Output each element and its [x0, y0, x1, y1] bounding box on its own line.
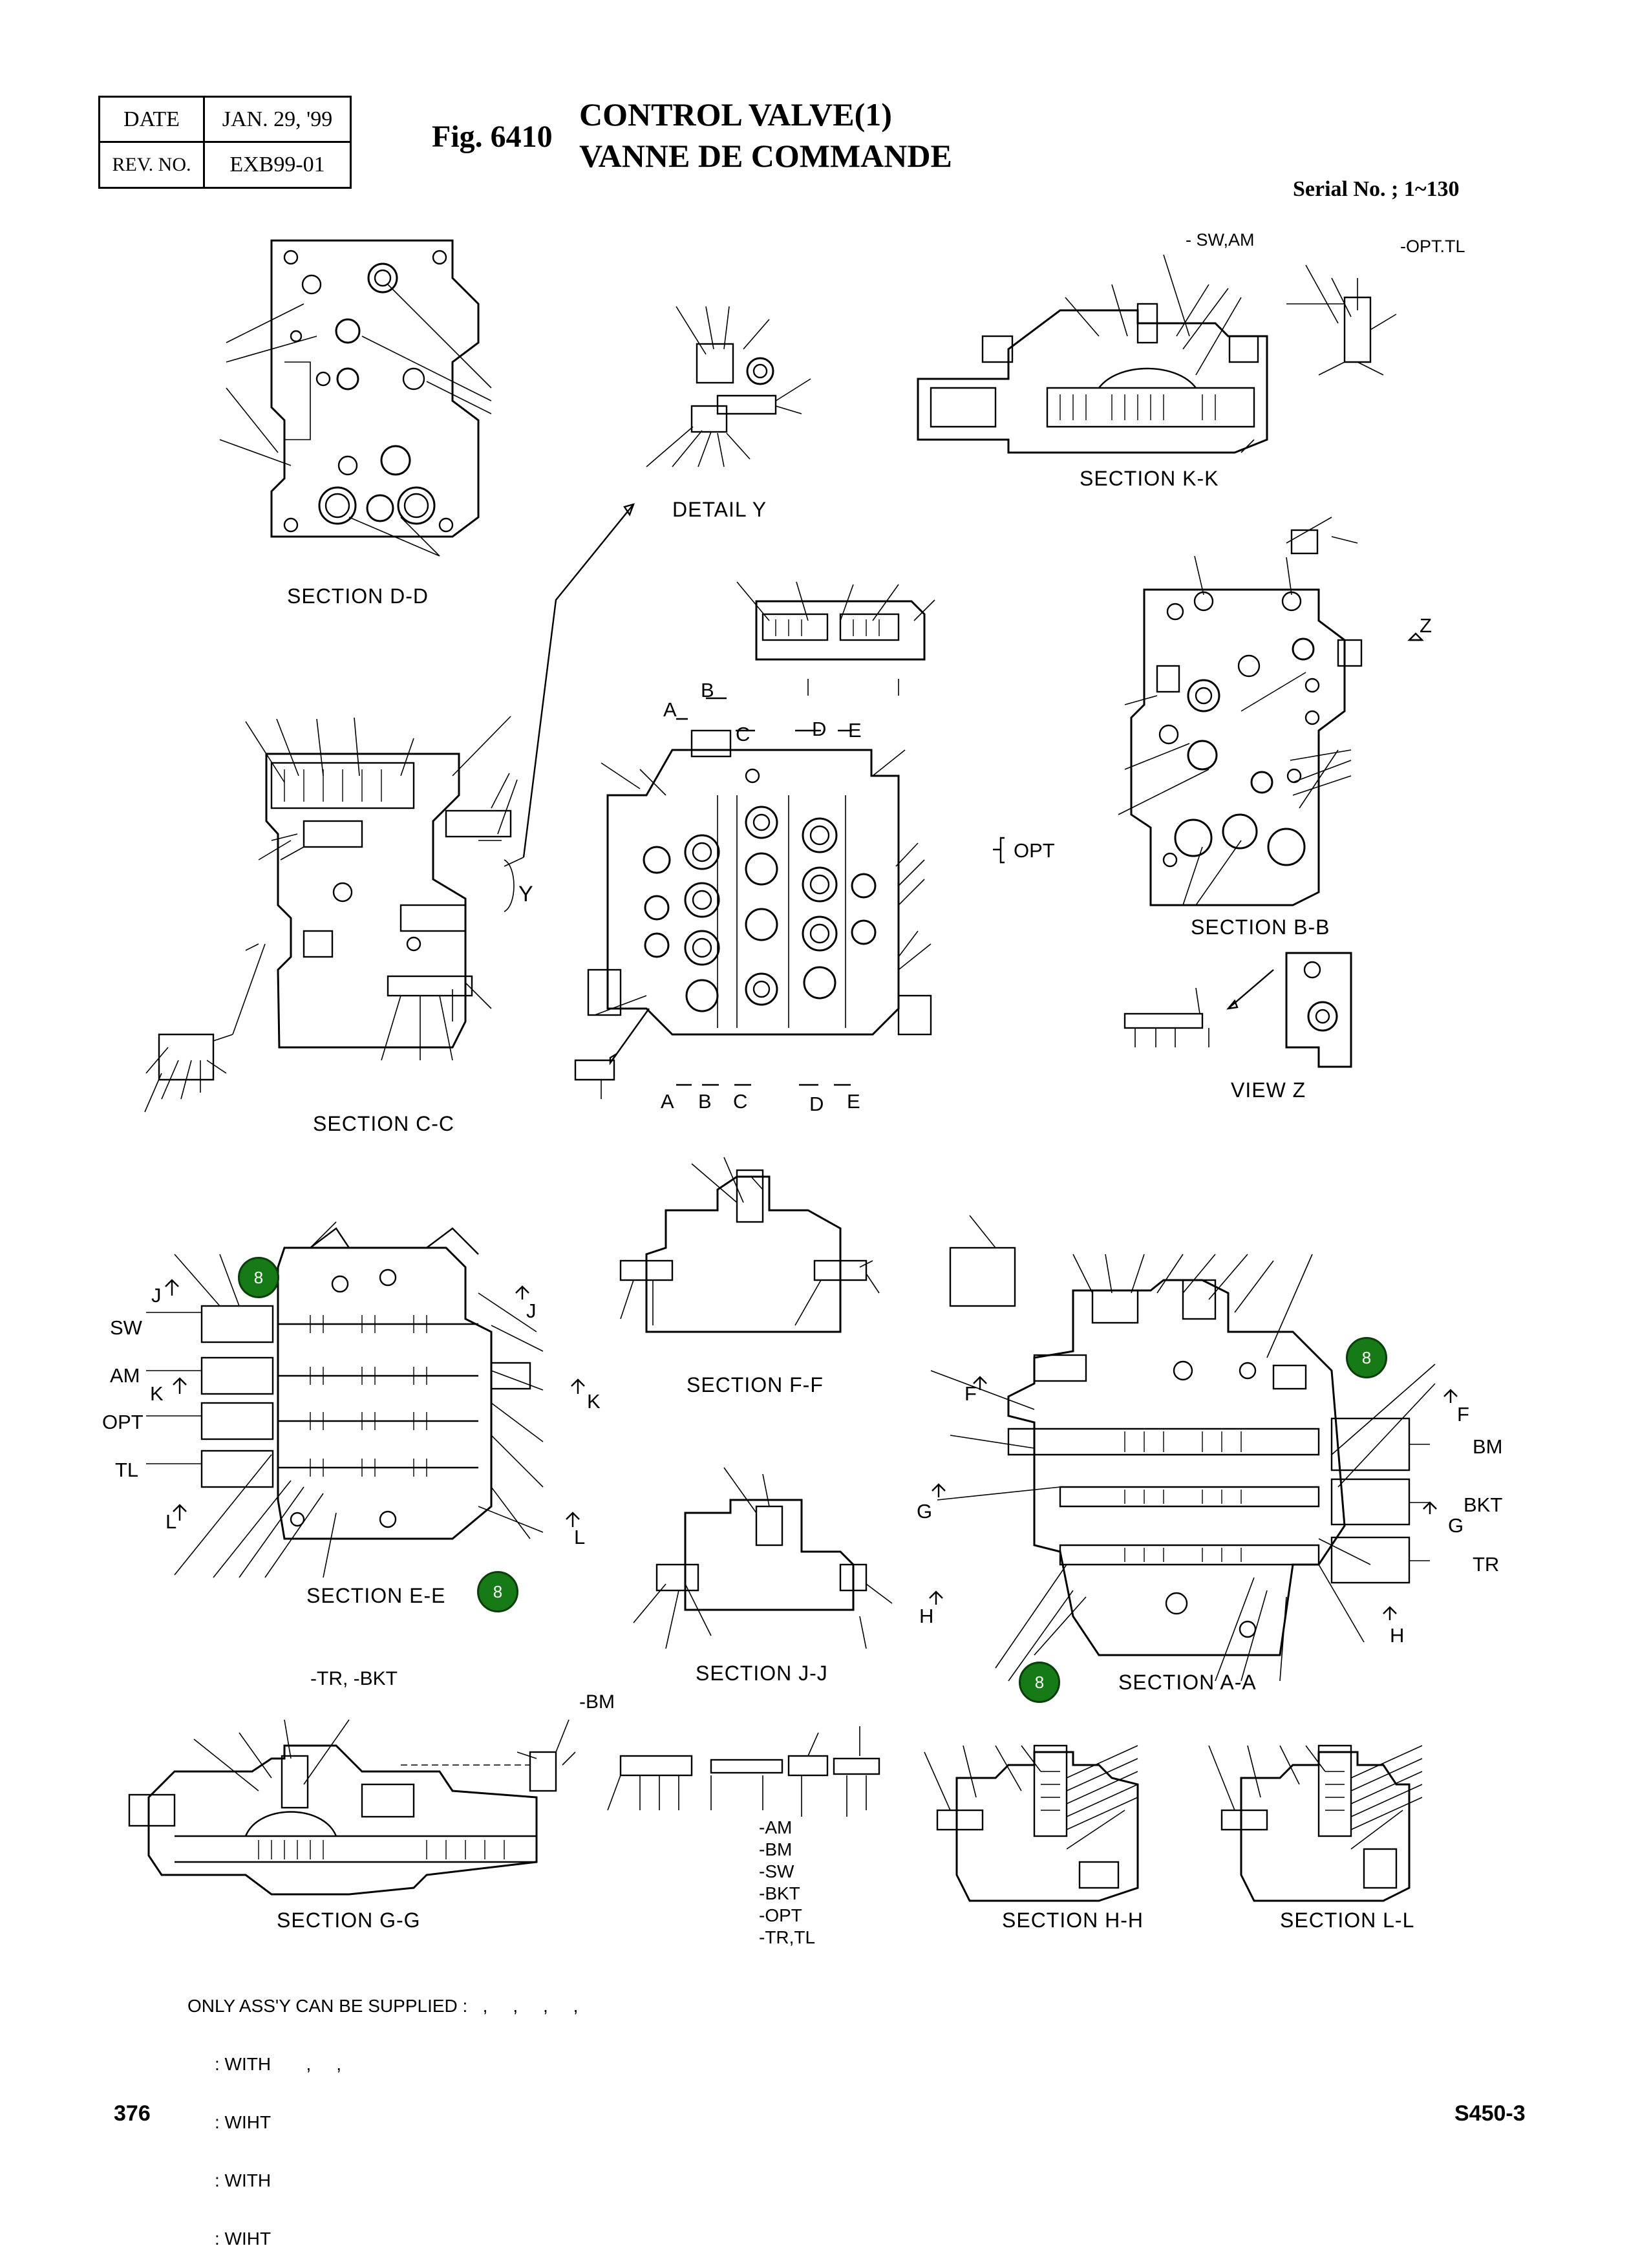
aa-cut-g-right: G [1448, 1514, 1464, 1537]
page-number: 376 [114, 2101, 151, 2126]
section-ff-title: SECTION F-F [687, 1373, 824, 1396]
aa-cut-g-left: G [917, 1500, 933, 1523]
supply-note-line: : WITH [215, 2170, 272, 2190]
date-value: JAN. 29, '99 [205, 98, 350, 143]
aa-cut-f-right: F [1457, 1403, 1469, 1426]
ee-spool-opt: OPT [102, 1411, 144, 1433]
gg-bm-label: -BM [579, 1691, 615, 1713]
section-hh-title: SECTION H-H [1002, 1909, 1144, 1932]
serial-range: Serial No. ; 1~130 [1293, 177, 1460, 201]
date-label: DATE [100, 98, 205, 143]
supply-note: ONLY ASS'Y CAN BE SUPPLIED : , , , , : W… [187, 1958, 578, 2268]
aa-spool-tr: TR [1473, 1553, 1500, 1576]
callout-marker[interactable]: 8 [477, 1571, 518, 1612]
opt-bracket-label: OPT [1014, 839, 1055, 862]
callout-marker[interactable]: 8 [1346, 1337, 1387, 1378]
cut-label-c-bottom: C [733, 1090, 748, 1113]
section-ll-title: SECTION L-L [1280, 1909, 1415, 1932]
ee-spool-sw: SW [110, 1316, 142, 1339]
cut-label-a-bottom: A [661, 1090, 674, 1113]
ee-spool-tl: TL [115, 1459, 139, 1481]
section-ee-drawing [146, 1221, 585, 1578]
title-french: VANNE DE COMMANDE [579, 138, 952, 174]
supply-note-line: : WIHT [215, 2229, 272, 2249]
cut-label-e-top: E [848, 719, 862, 742]
aa-spool-bm: BM [1473, 1435, 1503, 1458]
view-z-title: VIEW Z [1231, 1078, 1306, 1102]
section-jj-title: SECTION J-J [696, 1662, 828, 1685]
supply-note-line: ONLY ASS'Y CAN BE SUPPLIED : , , , , [187, 1996, 579, 2016]
detail-y-title: DETAIL Y [672, 498, 767, 521]
detail-y-drawing [646, 306, 811, 467]
cut-label-e-bottom: E [847, 1090, 860, 1113]
aa-cut-h-left: H [919, 1605, 934, 1627]
spool-list-item: -BM [759, 1839, 793, 1859]
section-hh-drawing [924, 1744, 1139, 1902]
section-aa-title: SECTION A-A [1118, 1671, 1257, 1694]
ee-cut-j-right: J [526, 1300, 537, 1322]
revision-table: DATE JAN. 29, '99 REV. NO. EXB99-01 [98, 96, 352, 189]
spool-assembly-drawing [607, 1726, 880, 1817]
callout-marker[interactable]: 8 [1019, 1662, 1060, 1703]
detail-y-marker: Y [518, 882, 533, 906]
spool-list-item: -AM [759, 1817, 793, 1837]
section-kk-drawing [917, 254, 1397, 454]
section-bb-title: SECTION B-B [1191, 915, 1330, 939]
ee-cut-l-right: L [574, 1526, 586, 1548]
kk-sw-am-label: - SW,AM [1186, 230, 1255, 250]
cut-label-d-bottom: D [809, 1093, 824, 1115]
spool-list-item: -OPT [759, 1905, 802, 1925]
supply-note-line: : WITH , , [215, 2054, 341, 2074]
kk-opt-tl-label: -OPT.TL [1400, 237, 1465, 256]
rev-label: REV. NO. [100, 143, 205, 187]
section-aa-drawing [929, 1215, 1458, 1682]
cut-label-b-top: B [701, 679, 714, 701]
aa-spool-bkt: BKT [1464, 1493, 1503, 1516]
valve-body-main-drawing [574, 581, 1005, 1099]
spool-list-item: -SW [759, 1861, 794, 1881]
section-cc-title: SECTION C-C [313, 1112, 454, 1135]
spool-list: -AM -BM -SW -BKT -OPT -TR,TL [759, 1817, 815, 1949]
section-cc-drawing [144, 716, 518, 1113]
aa-cut-f-left: F [964, 1382, 977, 1405]
cut-label-d-top: D [812, 718, 827, 740]
callout-marker[interactable]: 8 [238, 1257, 279, 1298]
rev-value: EXB99-01 [229, 153, 325, 177]
cut-label-a-top: A [663, 698, 677, 721]
cut-label-b-bottom: B [698, 1090, 712, 1113]
section-ll-drawing [1208, 1744, 1423, 1902]
supply-note-line: : WIHT [215, 2112, 272, 2132]
spool-list-item: -TR,TL [759, 1927, 816, 1947]
figure-number: Fig. 6410 [432, 120, 553, 154]
section-gg-drawing [128, 1719, 576, 1896]
view-z-arrow-label: Z [1420, 614, 1432, 637]
spool-list-item: -BKT [759, 1883, 800, 1903]
section-dd-drawing [219, 239, 492, 557]
title-english: CONTROL VALVE(1) [579, 96, 892, 133]
section-jj-drawing [633, 1467, 893, 1649]
model-code: S450-3 [1454, 2101, 1526, 2126]
cut-label-c-top: C [736, 723, 751, 745]
section-dd-title: SECTION D-D [287, 584, 429, 608]
ee-cut-k-left: K [150, 1382, 164, 1405]
ee-cut-k-right: K [587, 1390, 601, 1413]
section-ee-title: SECTION E-E [306, 1584, 446, 1607]
gg-tr-bkt-label: -TR, -BKT [310, 1668, 398, 1689]
section-gg-title: SECTION G-G [277, 1909, 421, 1932]
ee-cut-l-left: L [165, 1510, 177, 1533]
section-ff-drawing [619, 1157, 880, 1333]
section-bb-drawing [1118, 517, 1424, 906]
view-z-drawing [1123, 952, 1352, 1068]
section-kk-title: SECTION K-K [1080, 467, 1219, 490]
ee-cut-j-left: J [151, 1284, 162, 1307]
aa-cut-h-right: H [1390, 1624, 1405, 1647]
ee-spool-am: AM [110, 1364, 140, 1387]
